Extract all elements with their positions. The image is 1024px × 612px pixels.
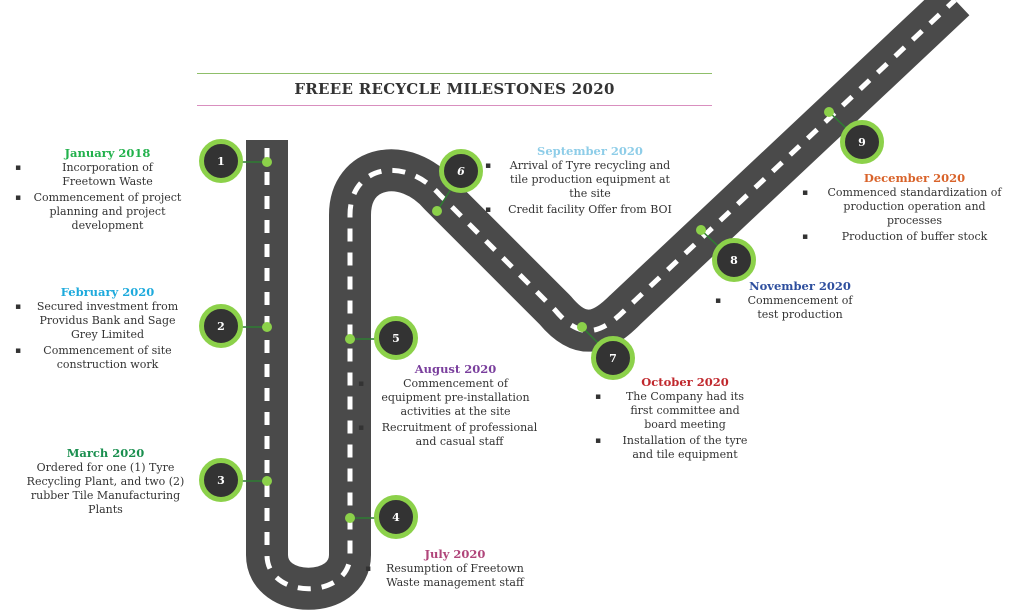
milestone-item: Production of buffer stock bbox=[802, 230, 1017, 244]
milestone-4: July 2020 Resumption of Freetown Waste m… bbox=[365, 547, 535, 592]
milestone-item: Commencement of test production bbox=[715, 294, 875, 322]
milestone-1: January 2018 Incorporation of Freetown W… bbox=[15, 146, 190, 235]
milestone-heading: February 2020 bbox=[60, 285, 155, 299]
milestone-heading: September 2020 bbox=[537, 144, 643, 158]
page-title: FREEE RECYCLE MILESTONES 2020 bbox=[294, 80, 615, 98]
milestone-node-9: 9 bbox=[840, 120, 884, 164]
milestone-9: December 2020 Commenced standardization … bbox=[802, 171, 1017, 246]
milestone-heading: March 2020 bbox=[66, 446, 145, 460]
milestone-7: October 2020 The Company had its first c… bbox=[595, 375, 765, 464]
milestone-item: Incorporation of Freetown Waste bbox=[15, 161, 190, 189]
milestone-item: Recruitment of professional and casual s… bbox=[358, 421, 543, 449]
milestone-node-5: 5 bbox=[374, 316, 418, 360]
milestone-heading: August 2020 bbox=[414, 362, 497, 376]
milestone-item: The Company had its first committee and … bbox=[595, 390, 765, 432]
title-banner: FREEE RECYCLE MILESTONES 2020 bbox=[197, 73, 712, 106]
milestone-node-3: 3 bbox=[199, 458, 243, 502]
milestone-node-7: 7 bbox=[591, 336, 635, 380]
title-divider-top bbox=[197, 73, 712, 74]
milestone-node-2: 2 bbox=[199, 304, 243, 348]
milestone-item: Commencement of project planning and pro… bbox=[15, 191, 190, 233]
milestone-node-1: 1 bbox=[199, 139, 243, 183]
milestone-8: November 2020 Commencement of test produ… bbox=[715, 279, 875, 324]
title-divider-bottom bbox=[197, 105, 712, 106]
milestone-item: Commencement of site construction work bbox=[15, 344, 190, 372]
milestone-node-8: 8 bbox=[712, 238, 756, 282]
milestone-heading: July 2020 bbox=[424, 547, 486, 561]
milestone-heading: January 2018 bbox=[64, 146, 151, 160]
milestone-item: Secured investment from Providus Bank an… bbox=[15, 300, 190, 342]
milestone-heading: November 2020 bbox=[749, 279, 851, 293]
milestone-3: March 2020 Ordered for one (1) Tyre Recy… bbox=[18, 446, 193, 517]
road-dots bbox=[262, 107, 834, 523]
milestone-item: Resumption of Freetown Waste management … bbox=[365, 562, 535, 590]
milestone-node-6: 6 bbox=[439, 149, 483, 193]
milestone-6: September 2020 Arrival of Tyre recycling… bbox=[485, 144, 685, 219]
milestone-node-4: 4 bbox=[374, 495, 418, 539]
milestone-item: Credit facility Offer from BOI bbox=[485, 203, 685, 217]
milestone-5: August 2020 Commencement of equipment pr… bbox=[358, 362, 543, 451]
milestone-item: Commencement of equipment pre-installati… bbox=[358, 377, 543, 419]
milestone-item: Commenced standardization of production … bbox=[802, 186, 1017, 228]
milestone-heading: October 2020 bbox=[641, 375, 729, 389]
milestone-item: Installation of the tyre and tile equipm… bbox=[595, 434, 765, 462]
milestone-text: Ordered for one (1) Tyre Recycling Plant… bbox=[26, 461, 185, 516]
milestone-heading: December 2020 bbox=[863, 171, 966, 185]
milestone-item: Arrival of Tyre recycling and tile produ… bbox=[485, 159, 685, 201]
milestone-2: February 2020 Secured investment from Pr… bbox=[15, 285, 190, 374]
